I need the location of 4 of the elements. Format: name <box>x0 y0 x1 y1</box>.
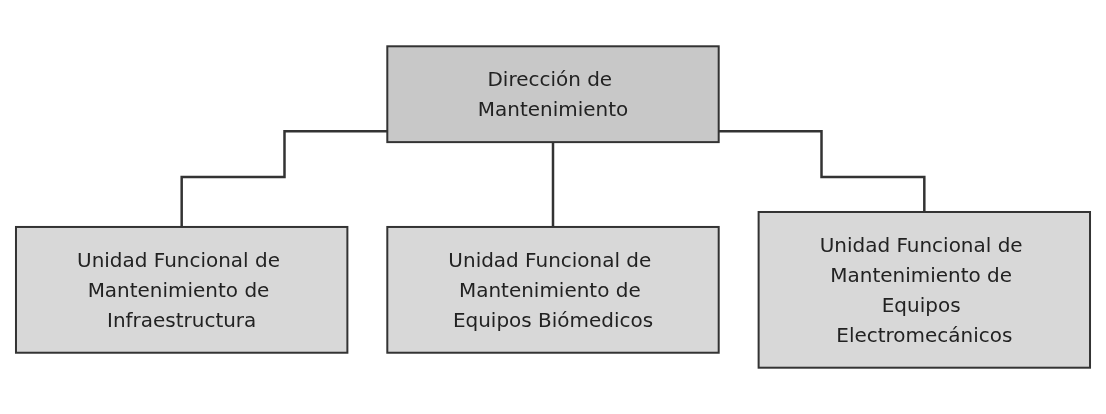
node-box: Unidad Funcional de Mantenimiento de Infraestructura <box>15 225 349 354</box>
node-box: Unidad Funcional de Mantenimiento de Equipos Biómedicos <box>386 225 720 354</box>
node-box: Unidad Funcional de Mantenimiento de Equipos Electromecánicos <box>757 211 1091 369</box>
node-box: Dirección de Mantenimiento <box>386 45 720 144</box>
